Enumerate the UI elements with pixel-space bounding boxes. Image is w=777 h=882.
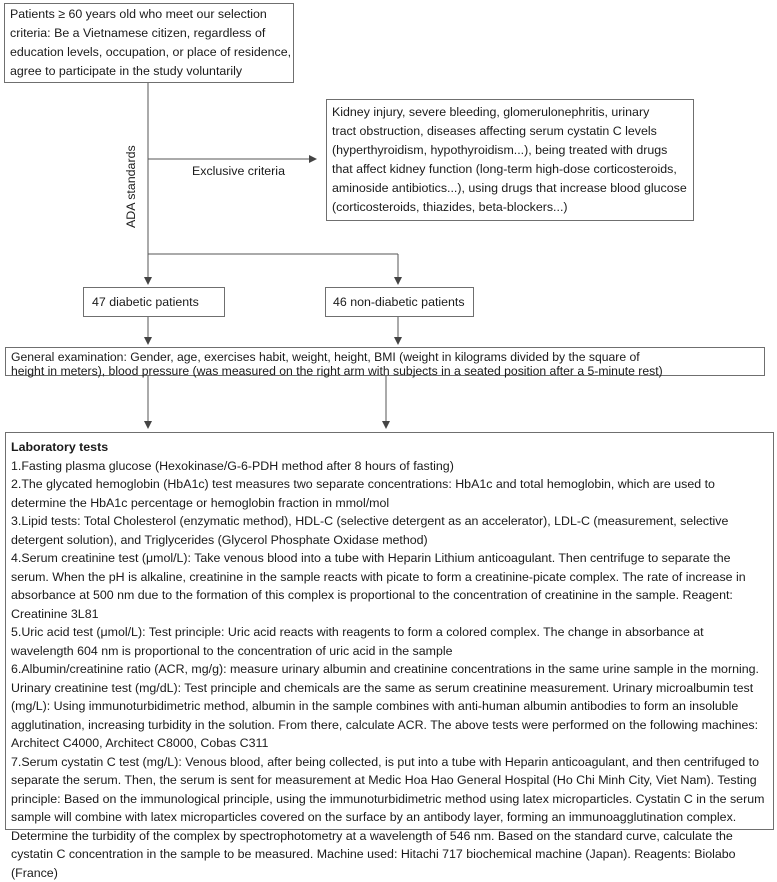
selection-criteria-box: Patients ≥ 60 years old who meet our sel… [4, 3, 294, 83]
lab-test-item-4: 4.Serum creatinine test (μmol/L): Take v… [11, 549, 769, 623]
lab-test-item-3: 3.Lipid tests: Total Cholesterol (enzyma… [11, 512, 769, 549]
exclusion-line-1: Kidney injury, severe bleeding, glomerul… [332, 103, 687, 122]
laboratory-tests-box: Laboratory tests 1.Fasting plasma glucos… [5, 432, 774, 830]
ada-standards-label: ADA standards [124, 145, 138, 228]
exclusion-line-3: (hyperthyroidism, hypothyroidism...), be… [332, 141, 687, 160]
lab-test-item-5: 5.Uric acid test (μmol/L): Test principl… [11, 623, 769, 660]
exclusion-line-5: aminoside antibiotics...), using drugs t… [332, 179, 687, 198]
selection-line-3: education levels, occupation, or place o… [10, 43, 291, 62]
general-examination-box-body [5, 347, 765, 375]
diabetic-group-label: 47 diabetic patients [92, 293, 199, 312]
lab-test-item-6: 6.Albumin/creatinine ratio (ACR, mg/g): … [11, 660, 769, 753]
exclusion-criteria-box: Kidney injury, severe bleeding, glomerul… [326, 99, 694, 221]
exclusion-line-6: (corticosteroids, thiazides, beta-blocke… [332, 198, 687, 217]
lab-test-item-7: 7.Serum cystatin C test (mg/L): Venous b… [11, 753, 769, 882]
selection-line-4: agree to participate in the study volunt… [10, 62, 291, 81]
lab-test-item-1: 1.Fasting plasma glucose (Hexokinase/G-6… [11, 457, 769, 476]
non-diabetic-group-label: 46 non-diabetic patients [333, 293, 465, 312]
laboratory-tests-title: Laboratory tests [11, 438, 769, 457]
non-diabetic-group-box: 46 non-diabetic patients [325, 287, 474, 317]
lab-test-item-2: 2.The glycated hemoglobin (HbA1c) test m… [11, 475, 769, 512]
exclusive-criteria-label: Exclusive criteria [192, 164, 285, 178]
selection-line-1: Patients ≥ 60 years old who meet our sel… [10, 5, 291, 24]
exclusion-line-4: that affect kidney function (long-term h… [332, 160, 687, 179]
selection-line-2: criteria: Be a Vietnamese citizen, regar… [10, 24, 291, 43]
diabetic-group-box: 47 diabetic patients [83, 287, 225, 317]
exclusion-line-2: tract obstruction, diseases affecting se… [332, 122, 687, 141]
